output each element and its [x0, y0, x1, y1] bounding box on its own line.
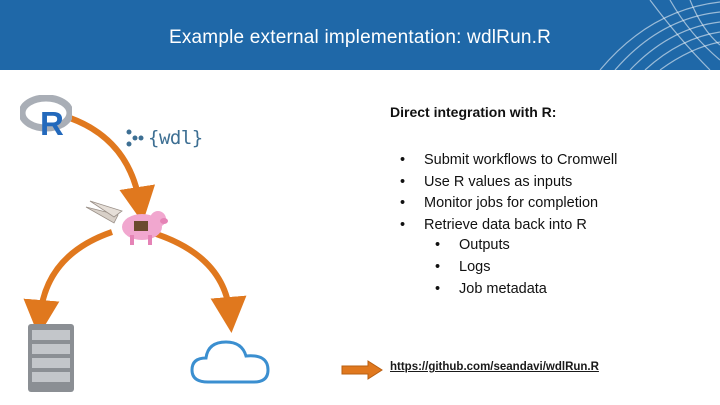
list-item: Retrieve data back into R	[396, 215, 617, 237]
arrow-to-server	[23, 229, 113, 336]
cloud-icon	[190, 340, 270, 384]
wdl-logo-text: {wdl}	[148, 127, 203, 149]
github-link[interactable]: https://github.com/seandavi/wdlRun.R	[390, 361, 599, 373]
globe-lines-decoration	[599, 0, 720, 70]
retrieve-sub-list: Outputs Logs Job metadata	[431, 234, 547, 300]
server-rack-icon	[28, 324, 74, 392]
r-logo-icon: R	[20, 95, 72, 139]
slide-title: Example external implementation: wdlRun.…	[168, 27, 552, 48]
cromwell-flying-pig-icon	[85, 200, 168, 245]
workflow-diagram	[23, 115, 247, 336]
list-item: Use R values as inputs	[396, 172, 617, 194]
right-arrow-icon	[341, 360, 383, 380]
arrow-to-cloud	[149, 229, 247, 333]
slide-header: Example external implementation: wdlRun.…	[0, 0, 720, 70]
sub-list-item: Outputs	[431, 234, 547, 256]
feature-list: Submit workflows to Cromwell Use R value…	[396, 150, 617, 237]
arrow-r-to-wdl	[68, 115, 156, 223]
wdl-logo-icon: {wdl}	[126, 127, 203, 149]
list-item: Submit workflows to Cromwell	[396, 150, 617, 172]
list-item: Monitor jobs for completion	[396, 193, 617, 215]
r-logo-letter: R	[40, 105, 64, 139]
content-title: Direct integration with R:	[390, 104, 557, 120]
sub-list-item: Job metadata	[431, 278, 547, 300]
wdl-dots-icon	[126, 129, 144, 147]
sub-list-item: Logs	[431, 256, 547, 278]
